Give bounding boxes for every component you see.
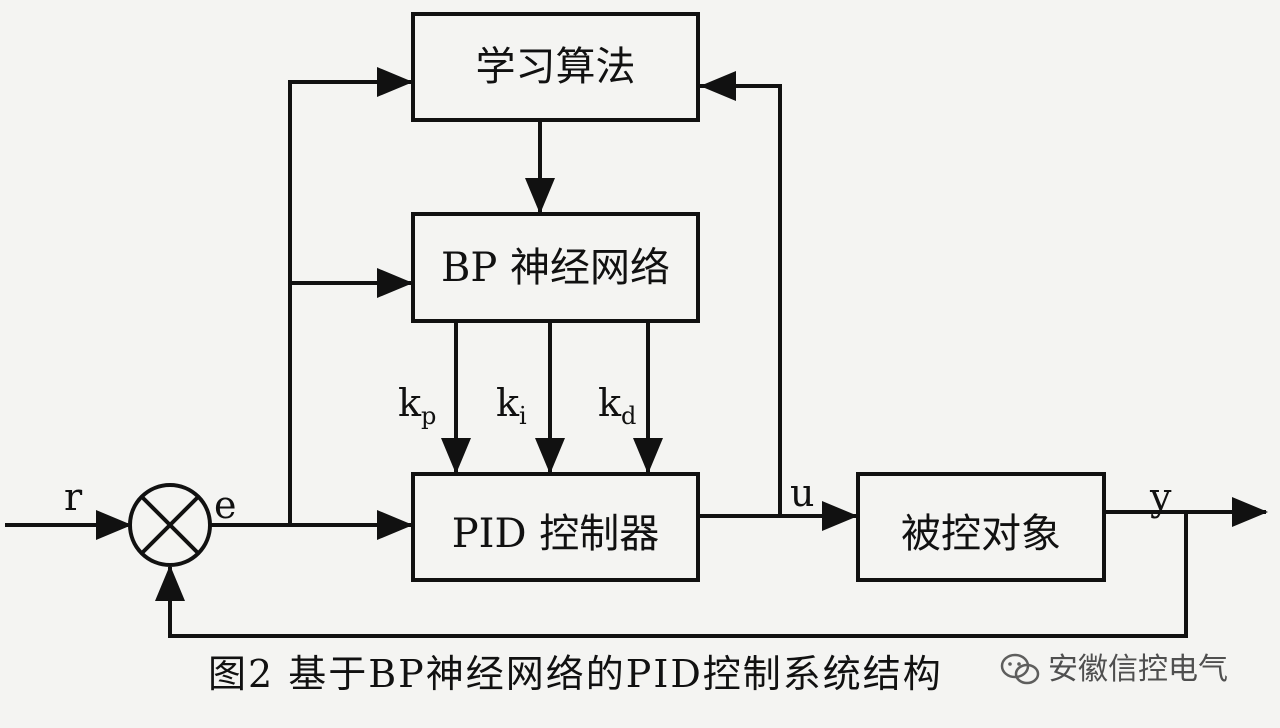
gain-ki-sub: i — [519, 402, 527, 430]
u-to-learning-line — [700, 84, 782, 516]
figure-caption: 图2 基于BP神经网络的PID控制系统结构 — [208, 652, 943, 696]
learning-algorithm-label: 学习算法 — [475, 44, 636, 90]
signal-e-label: e — [214, 483, 237, 527]
pid-controller-block — [411, 472, 700, 582]
u-plant-arrowhead — [822, 501, 858, 531]
bp-in-arrowhead — [377, 268, 413, 298]
gain-ki-base: k — [496, 381, 520, 425]
e-pid-arrowhead — [377, 510, 413, 540]
feedback-arrowhead — [155, 565, 185, 601]
watermark-text: 安徽信控电气 — [1048, 652, 1228, 687]
pid-controller-label: PID 控制器 — [451, 511, 660, 557]
wechat-logo-icon — [1000, 653, 1040, 685]
r-arrowhead — [96, 510, 132, 540]
kp-arrowhead — [441, 438, 471, 474]
u-learn-arrowhead — [700, 71, 736, 101]
y-feedback-line — [168, 512, 1188, 638]
gain-kp-label: kp — [398, 384, 436, 435]
learn-in-arrowhead — [377, 67, 413, 97]
ki-arrowhead — [535, 438, 565, 474]
gain-kp-base: k — [398, 381, 422, 425]
learning-algorithm-block — [411, 12, 700, 122]
learn-bp-arrowhead — [525, 178, 555, 214]
watermark: 安徽信控电气 — [1000, 650, 1228, 690]
gain-kd-label: kd — [598, 384, 636, 435]
gain-kd-sub: d — [621, 402, 637, 430]
bp-network-label: BP 神经网络 — [440, 245, 671, 291]
bp-network-block — [411, 212, 700, 323]
e-branch-line — [288, 80, 411, 525]
kd-arrowhead — [633, 438, 663, 474]
y-arrowhead — [1232, 497, 1268, 527]
plant-block — [856, 472, 1106, 582]
plant-label: 被控对象 — [901, 511, 1061, 557]
signal-r-label: r — [64, 475, 83, 519]
gain-kp-sub: p — [421, 402, 437, 430]
gain-ki-label: ki — [496, 384, 527, 435]
signal-u-label: u — [790, 471, 815, 515]
signal-y-label: y — [1150, 475, 1172, 519]
gain-kd-base: k — [598, 381, 622, 425]
